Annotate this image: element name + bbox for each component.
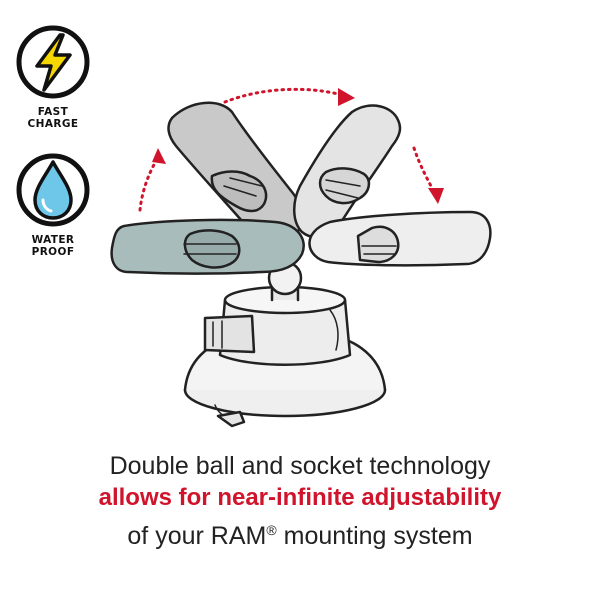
caption-line-3-end: mounting system xyxy=(276,522,473,550)
water-proof-badge: WATER PROOF xyxy=(13,150,93,258)
feature-icons: FAST CHARGE WATER PROOF xyxy=(0,0,110,290)
caption: Double ball and socket technology allows… xyxy=(0,450,600,552)
arrow-left-up xyxy=(138,156,160,212)
badge-label-line2: CHARGE xyxy=(27,118,79,130)
arrow-right-down xyxy=(412,146,436,194)
arrow-top xyxy=(223,87,340,104)
arm-upper-right xyxy=(293,104,402,239)
registered-mark: ® xyxy=(266,522,277,538)
badge-label-line1: FAST xyxy=(37,106,69,118)
badge-label-line2: PROOF xyxy=(31,246,75,258)
arm-left-selected xyxy=(110,218,305,275)
arrow-heads xyxy=(152,88,444,204)
lightning-bolt-icon xyxy=(16,25,90,99)
caption-line-2-highlight: allows for near-infinite adjustability xyxy=(98,484,502,511)
mount-illustration xyxy=(110,87,492,428)
fast-charge-badge: FAST CHARGE xyxy=(13,22,93,130)
caption-line-1: Double ball and socket technology xyxy=(109,452,491,480)
arm-right xyxy=(308,210,492,267)
caption-line-3-start: of your RAM xyxy=(127,522,267,550)
suction-cup-base xyxy=(183,260,387,428)
caption-line-3: of your RAM® mounting system xyxy=(0,514,600,552)
water-drop-icon xyxy=(16,153,90,227)
badge-label-line1: WATER xyxy=(31,234,75,246)
